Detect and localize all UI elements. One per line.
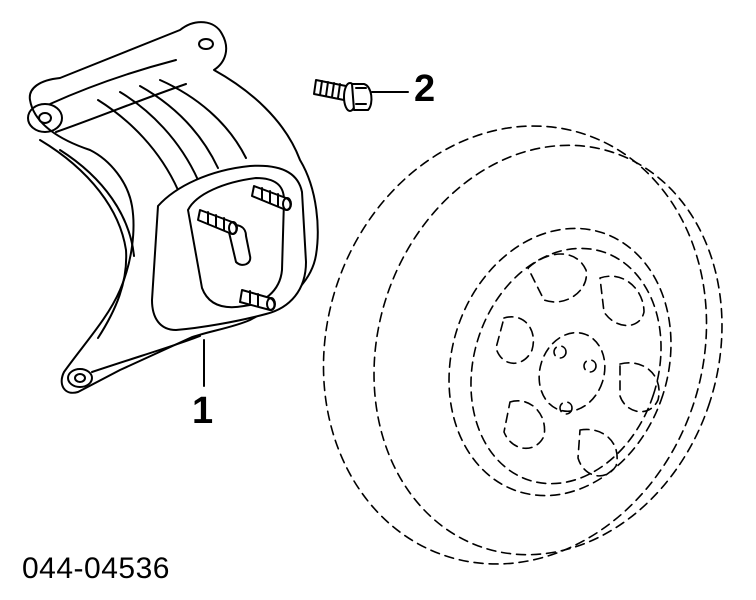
stud-bottom: [239, 289, 276, 311]
callout-number-1: 1: [192, 390, 214, 432]
spare-tire-phantom: [322, 125, 723, 565]
stud-top: [251, 185, 292, 211]
bracket-part: [27, 21, 319, 394]
stud-left: [197, 209, 238, 235]
bolt-part: [313, 79, 409, 112]
callout-number-2: 2: [414, 68, 436, 110]
drawing-code-label: 044-04536: [22, 552, 170, 585]
